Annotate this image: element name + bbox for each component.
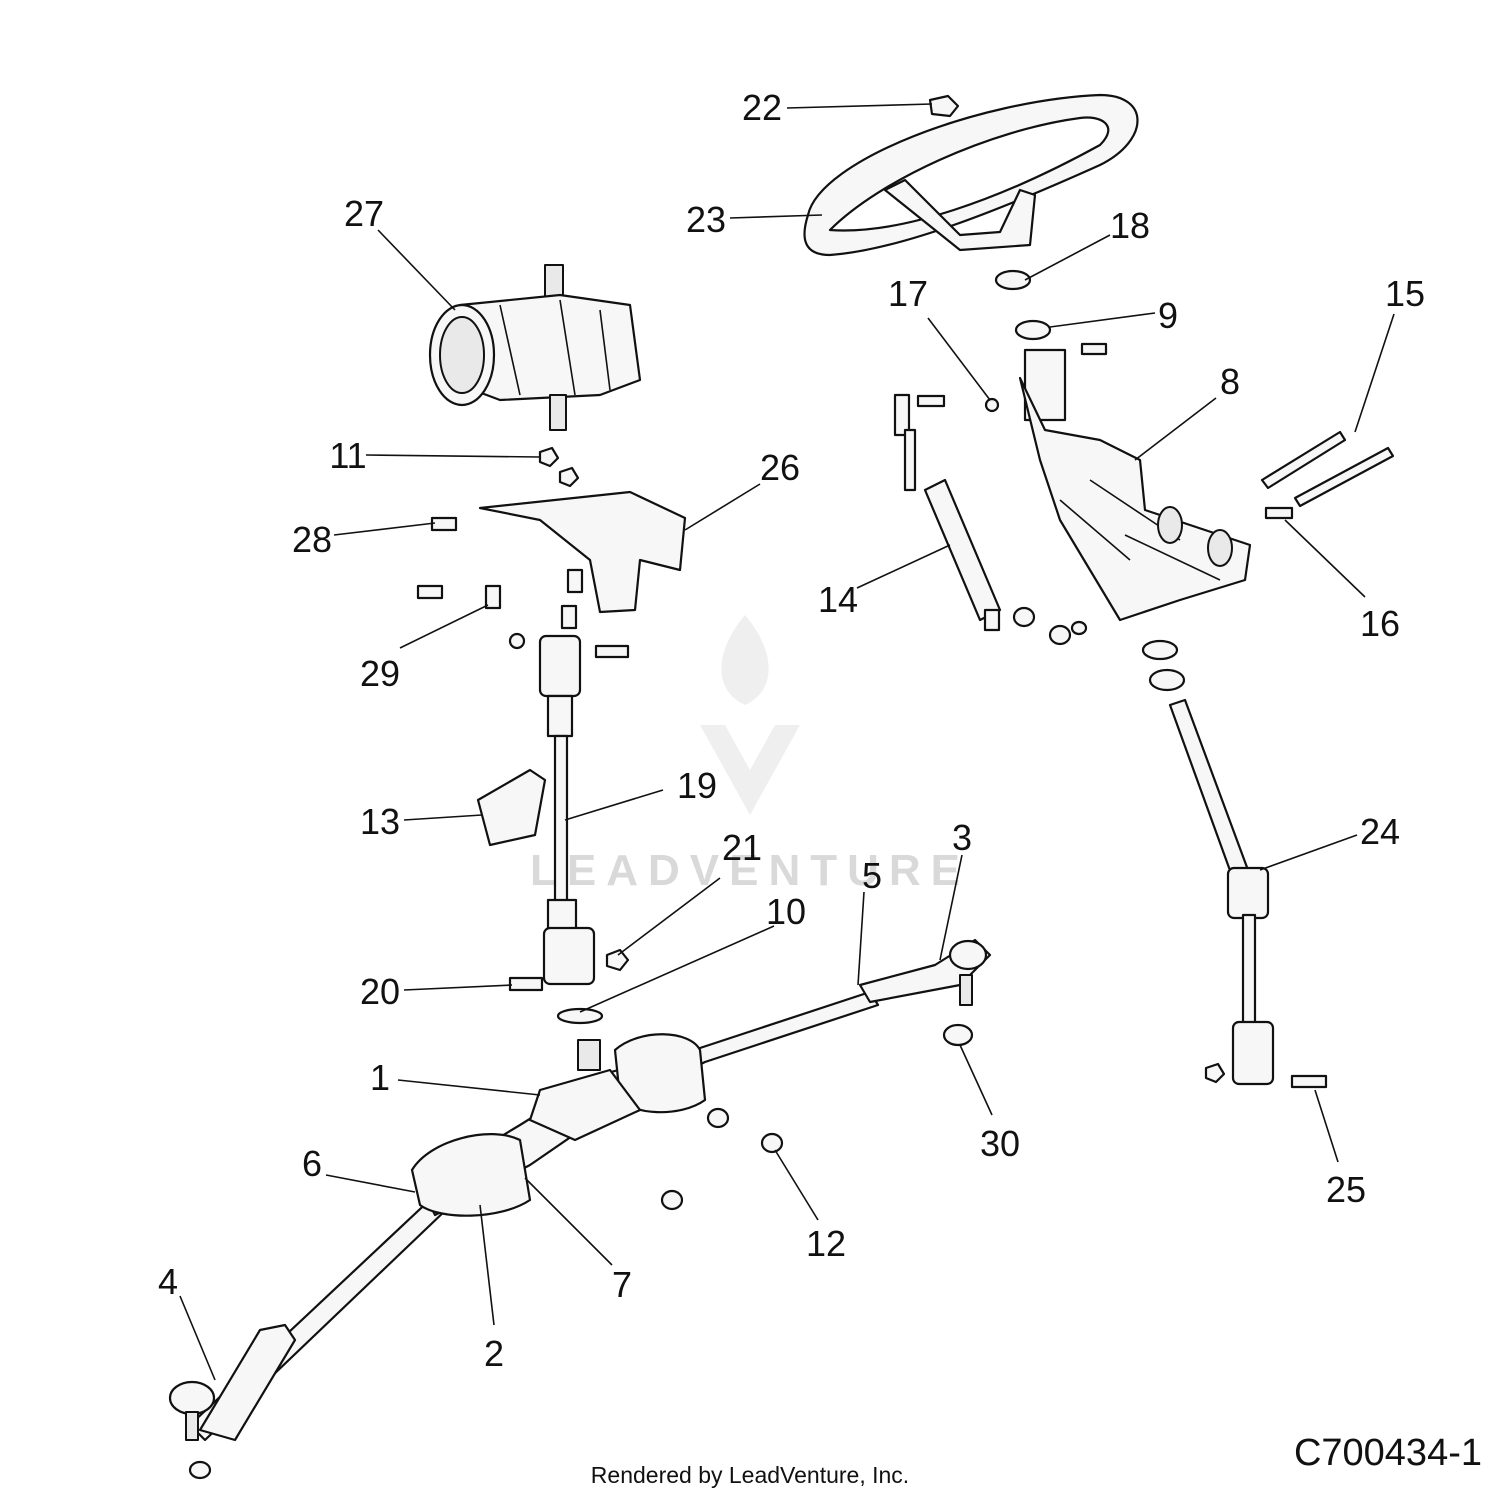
callout-17: 17 <box>888 273 928 314</box>
callout-labels: 1 2 3 4 5 6 7 8 9 10 11 12 13 14 15 16 1… <box>158 87 1425 1374</box>
nut-11b <box>558 466 580 488</box>
callout-1: 1 <box>370 1057 390 1098</box>
washer-10 <box>556 1007 604 1025</box>
long-bolts-15 <box>1260 430 1395 508</box>
callout-9: 9 <box>1158 295 1178 336</box>
callout-8: 8 <box>1220 361 1240 402</box>
bolt-16 <box>1264 506 1294 520</box>
steering-rack-assembly <box>168 938 992 1480</box>
callout-2: 2 <box>484 1333 504 1374</box>
nut-11 <box>538 446 560 468</box>
power-steering-unit <box>428 264 642 431</box>
nut-c <box>1070 620 1088 636</box>
bushing-9 <box>1014 319 1052 341</box>
callout-27: 27 <box>344 193 384 234</box>
callout-13: 13 <box>360 801 400 842</box>
watermark-text: LEADVENTURE <box>530 846 970 895</box>
drawing-id: C700434-1 <box>1293 1432 1482 1474</box>
callout-5: 5 <box>862 855 882 896</box>
callout-6: 6 <box>302 1143 322 1184</box>
callout-18: 18 <box>1110 205 1150 246</box>
callout-15: 15 <box>1385 273 1425 314</box>
intermediate-shaft <box>538 634 596 986</box>
nut-a <box>1012 606 1036 628</box>
callout-24: 24 <box>1360 811 1400 852</box>
nut-12c <box>660 1189 684 1211</box>
callout-28: 28 <box>292 519 332 560</box>
nut-12a <box>706 1107 730 1129</box>
callout-23: 23 <box>686 199 726 240</box>
leader-lines <box>179 103 1395 1381</box>
callout-22: 22 <box>742 87 782 128</box>
callout-14: 14 <box>818 579 858 620</box>
watermark-logo <box>700 615 800 815</box>
bolt-20 <box>508 976 544 992</box>
tilt-bracket <box>1018 348 1252 622</box>
rendered-by-credit: Rendered by LeadVenture, Inc. <box>590 1462 910 1488</box>
callout-3: 3 <box>952 817 972 858</box>
steering-wheel <box>803 93 1139 257</box>
bolt-25 <box>1290 1074 1328 1089</box>
callout-25: 25 <box>1326 1169 1366 1210</box>
bushing-lower-a <box>1141 639 1179 661</box>
callout-16: 16 <box>1360 603 1400 644</box>
callout-21: 21 <box>722 827 762 868</box>
nut-25 <box>1204 1062 1226 1084</box>
bushing-lower-b <box>1148 668 1186 692</box>
callout-19: 19 <box>677 765 717 806</box>
callout-20: 20 <box>360 971 400 1012</box>
nut-30 <box>942 1023 974 1047</box>
nut-22 <box>928 94 960 118</box>
nut-12b <box>760 1132 784 1154</box>
nut-b <box>1048 624 1072 646</box>
bolt-pivot <box>916 394 946 408</box>
callout-7: 7 <box>612 1264 632 1305</box>
callout-10: 10 <box>766 891 806 932</box>
mounting-bracket <box>478 490 687 614</box>
nut-21 <box>605 948 630 972</box>
boot-plate <box>476 768 547 847</box>
steering-shaft <box>1168 698 1275 1086</box>
bushing-18 <box>994 269 1032 291</box>
callout-12: 12 <box>806 1223 846 1264</box>
bolt-upper <box>1080 342 1108 356</box>
callout-26: 26 <box>760 447 800 488</box>
callout-30: 30 <box>980 1123 1020 1164</box>
callout-11: 11 <box>329 435 366 476</box>
callout-4: 4 <box>158 1261 178 1302</box>
gas-strut <box>893 393 1002 632</box>
nut-17 <box>984 397 1000 413</box>
callout-29: 29 <box>360 653 400 694</box>
